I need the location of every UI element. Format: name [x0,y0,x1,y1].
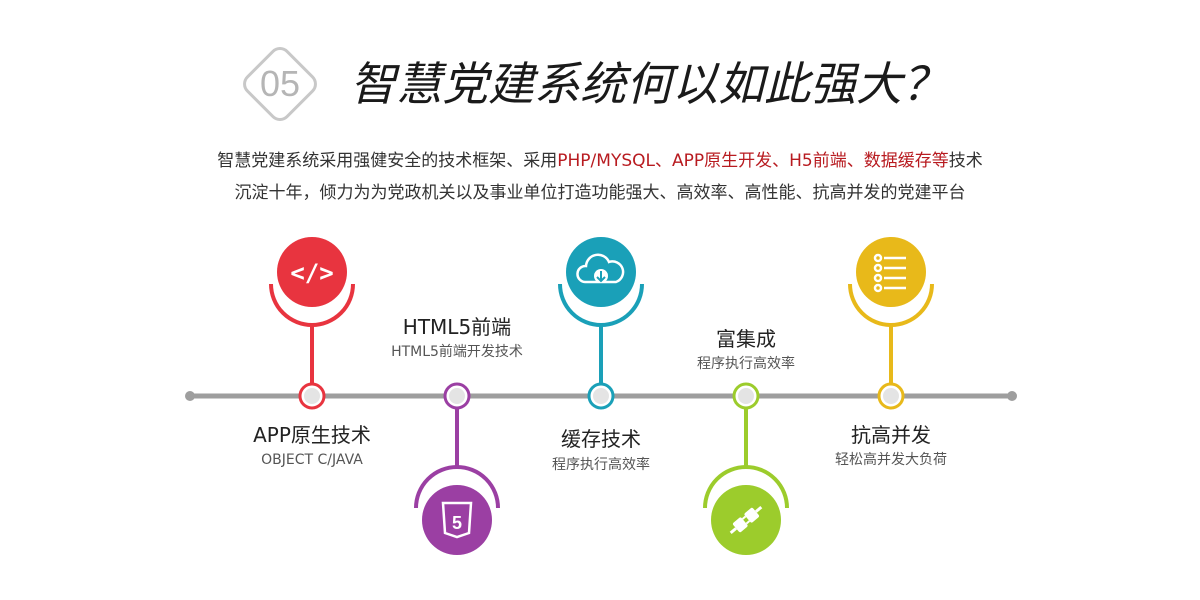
code-icon: </> [290,259,333,287]
feature-node-html5: 5 [414,382,500,555]
feature-subtitle-html5: HTML5前端开发技术 [391,344,523,360]
description-highlight: PHP/MYSQL、APP原生开发、H5前端、数据缓存等 [557,151,949,171]
feature-subtitle-cache: 程序执行高效率 [552,457,650,473]
badge-number: 05 [259,63,301,104]
feature-title-app: APP原生技术 [253,423,371,447]
feature-node-integration [703,382,789,555]
plug-icon [729,505,763,535]
svg-text:5: 5 [452,513,462,533]
description-line-1: 智慧党建系统采用强健安全的技术框架、采用PHP/MYSQL、APP原生开发、H5… [0,148,1200,174]
list-icon [873,253,906,293]
feature-node-cache [558,237,644,410]
feature-title-html5: HTML5前端 [402,315,512,339]
timeline-start-dot [185,391,195,401]
page-title: 智慧党建系统何以如此强大？ [350,57,948,111]
description-prefix: 智慧党建系统采用强健安全的技术框架、采用 [217,151,558,171]
feature-title-integration: 富集成 [716,327,776,351]
feature-icon-circle-app [277,237,347,307]
feature-subtitle-app: OBJECT C/JAVA [261,452,363,468]
feature-subtitle-concurrency: 轻松高并发大负荷 [835,452,947,468]
cloud-download-icon [576,253,625,284]
feature-node-app: </> [269,237,355,410]
timeline-end-dot [1007,391,1017,401]
feature-subtitle-integration: 程序执行高效率 [697,356,795,372]
number-badge [243,47,317,121]
description-suffix: 技术 [948,151,983,171]
feature-title-concurrency: 抗高并发 [851,423,931,447]
description-line-2: 沉淀十年，倾力为为党政机关以及事业单位打造功能强大、高效率、高性能、抗高并发的党… [234,183,966,203]
feature-title-cache: 缓存技术 [561,427,641,451]
feature-node-concurrency [848,237,934,410]
html5-icon: 5 [441,501,473,539]
